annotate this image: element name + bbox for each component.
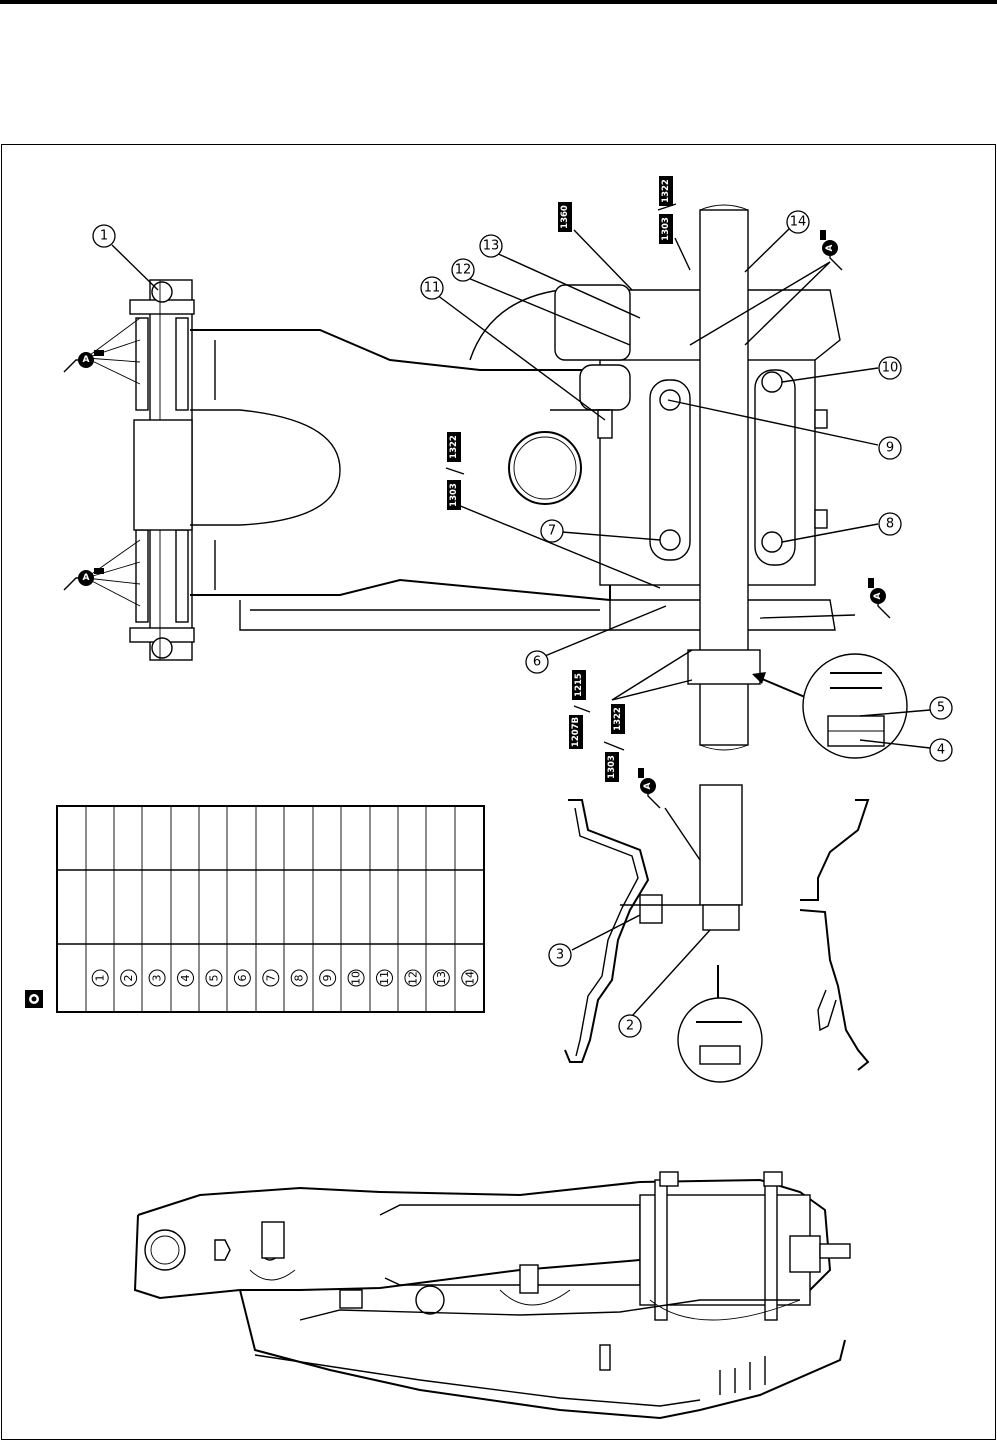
- callout-9: 9: [878, 436, 902, 460]
- callout-11-label: 11: [424, 281, 441, 296]
- callout-1-label: 1: [100, 229, 108, 244]
- sealant-tube-icon: 1322: [659, 176, 673, 206]
- callout-4-label: 4: [937, 743, 945, 758]
- swingarm-side-view: [133, 1171, 851, 1420]
- sealant-tube-icon: 1303: [659, 214, 673, 244]
- torque-table-row-marker: [461, 969, 479, 987]
- torque-table-row-marker: [177, 969, 194, 987]
- detail-inset-nut-washer: [752, 653, 931, 759]
- svg-text:A: A: [643, 782, 653, 789]
- torque-table-row-number: 8: [293, 975, 306, 982]
- torque-table: [25, 805, 485, 1013]
- sealant-tube-icon: 1303: [605, 752, 619, 782]
- callout-9-label: 9: [886, 441, 894, 456]
- torque-table-row-marker: [347, 969, 365, 987]
- callout-4: 4: [929, 738, 953, 762]
- svg-text:1303: 1303: [607, 755, 617, 779]
- figure-frame: [1, 144, 996, 1440]
- svg-text:A: A: [83, 573, 90, 583]
- callout-10-label: 10: [882, 361, 899, 376]
- torque-table-row-marker: [148, 969, 166, 987]
- callout-14: 14: [786, 210, 810, 234]
- callout-11: 11: [420, 276, 444, 300]
- sealant-tube-icon: 1360: [558, 202, 572, 232]
- torque-table-row-marker: [120, 969, 138, 987]
- svg-text:1207B: 1207B: [571, 717, 581, 747]
- torque-table-row-number: 3: [151, 975, 164, 982]
- callout-13: 13: [479, 234, 503, 258]
- torque-table-row-number: 11: [378, 971, 391, 985]
- callout-3: 3: [548, 943, 572, 967]
- torque-table-row-number: 7: [264, 975, 277, 982]
- torque-table-row-number: 1: [94, 975, 107, 982]
- torque-table-row-number: 4: [179, 975, 192, 982]
- grease-icon: A: [63, 350, 104, 373]
- torque-table-row-marker: [376, 969, 393, 987]
- swingarm-top-view: [129, 204, 841, 751]
- torque-table-row-marker: [91, 969, 109, 987]
- grease-icon: A: [820, 230, 843, 271]
- torque-wrench-icon: [25, 990, 43, 1008]
- torque-table-row-number: 14: [463, 971, 476, 985]
- torque-table-row-marker: [233, 969, 251, 987]
- svg-text:1303: 1303: [449, 483, 459, 507]
- callout-6: 6: [525, 650, 549, 674]
- grease-icon: A: [638, 768, 661, 809]
- torque-table-row-marker: [290, 969, 308, 987]
- page-top-rule: [0, 0, 997, 4]
- callout-10: 10: [878, 356, 902, 380]
- guard-bracket-view: [564, 784, 870, 1083]
- svg-text:A: A: [825, 244, 835, 251]
- torque-table-row-number: 6: [236, 975, 249, 982]
- sealant-tube-icon: 1322: [611, 704, 625, 734]
- svg-text:A: A: [873, 592, 883, 599]
- callout-8-label: 8: [886, 517, 894, 532]
- svg-text:1215: 1215: [574, 673, 584, 697]
- sealant-tube-icon: 1303: [447, 480, 461, 510]
- svg-text:1360: 1360: [560, 205, 570, 229]
- grease-icon: A: [868, 578, 891, 619]
- torque-table-row-marker: [319, 969, 337, 987]
- callout-6-label: 6: [533, 655, 541, 670]
- torque-table-row-number: 2: [122, 975, 135, 982]
- callout-1: 1: [92, 224, 116, 248]
- svg-text:A: A: [83, 355, 90, 365]
- callout-5-label: 5: [937, 701, 945, 716]
- callout-7-label: 7: [548, 524, 556, 539]
- svg-text:1322: 1322: [661, 179, 671, 203]
- torque-table-row-number: 12: [406, 971, 419, 985]
- sealant-tube-icon: 1215: [572, 670, 586, 700]
- torque-table-row-marker: [432, 969, 450, 987]
- svg-text:1322: 1322: [449, 435, 459, 459]
- callout-5: 5: [929, 696, 953, 720]
- callout-2-label: 2: [626, 1019, 634, 1034]
- torque-table-row-number: 5: [207, 975, 220, 982]
- torque-table-row-marker: [404, 969, 422, 987]
- torque-table-row-marker: [262, 969, 280, 987]
- svg-text:1322: 1322: [613, 707, 623, 731]
- callout-13-label: 13: [483, 239, 500, 254]
- callout-12-label: 12: [455, 263, 472, 278]
- callout-14-label: 14: [790, 215, 807, 230]
- callout-8: 8: [878, 512, 902, 536]
- torque-table-row-number: 13: [435, 971, 448, 985]
- torque-table-row-number: 10: [350, 971, 363, 985]
- svg-text:1303: 1303: [661, 217, 671, 241]
- sealant-tube-icon: 1322: [447, 432, 461, 462]
- callout-3-label: 3: [556, 948, 564, 963]
- sealant-tube-icon: 1207B: [569, 715, 583, 749]
- callout-12: 12: [451, 258, 475, 282]
- torque-table-row-marker: [205, 969, 223, 987]
- grease-icon: A: [63, 568, 104, 591]
- torque-table-row-number: 9: [321, 975, 334, 982]
- callout-2: 2: [618, 1014, 642, 1038]
- callout-7: 7: [540, 519, 564, 543]
